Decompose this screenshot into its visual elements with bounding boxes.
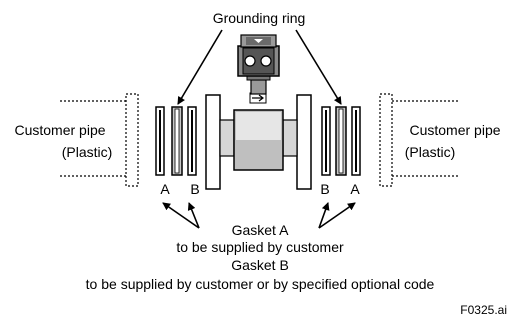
grounding-ring-label: Grounding ring [213, 10, 306, 26]
flowmeter [205, 34, 312, 190]
gasket-b-left-letter: B [190, 181, 199, 197]
customer-pipe-left [60, 93, 139, 187]
customer-pipe-left-sublabel: (Plastic) [62, 144, 113, 160]
figure-id: F0325.ai [460, 303, 507, 317]
customer-pipe-right [379, 93, 458, 187]
gasket-b-left [187, 106, 197, 176]
customer-pipe-left-label: Customer pipe [14, 122, 105, 138]
gasket-b-right-letter: B [320, 181, 329, 197]
grounding-ring-right [335, 106, 347, 176]
gasket-a-right [351, 106, 361, 176]
customer-pipe-right-label: Customer pipe [409, 122, 500, 138]
gasket-a-right-letter: A [350, 181, 360, 197]
gasket-a-left-letter: A [160, 181, 170, 197]
grounding-ring-left [171, 106, 183, 176]
customer-pipe-right-sublabel: (Plastic) [405, 144, 456, 160]
gasket-b-description: to be supplied by customer or by specifi… [86, 276, 435, 292]
grounding-ring-arrows [177, 29, 342, 105]
gasket-b-right [321, 106, 331, 176]
gasket-a-title: Gasket A [232, 222, 289, 238]
gasket-a-left [155, 106, 165, 176]
gasket-b-title: Gasket B [231, 257, 289, 273]
gasket-a-description: to be supplied by customer [176, 239, 344, 255]
gasket-arrows [162, 202, 356, 229]
